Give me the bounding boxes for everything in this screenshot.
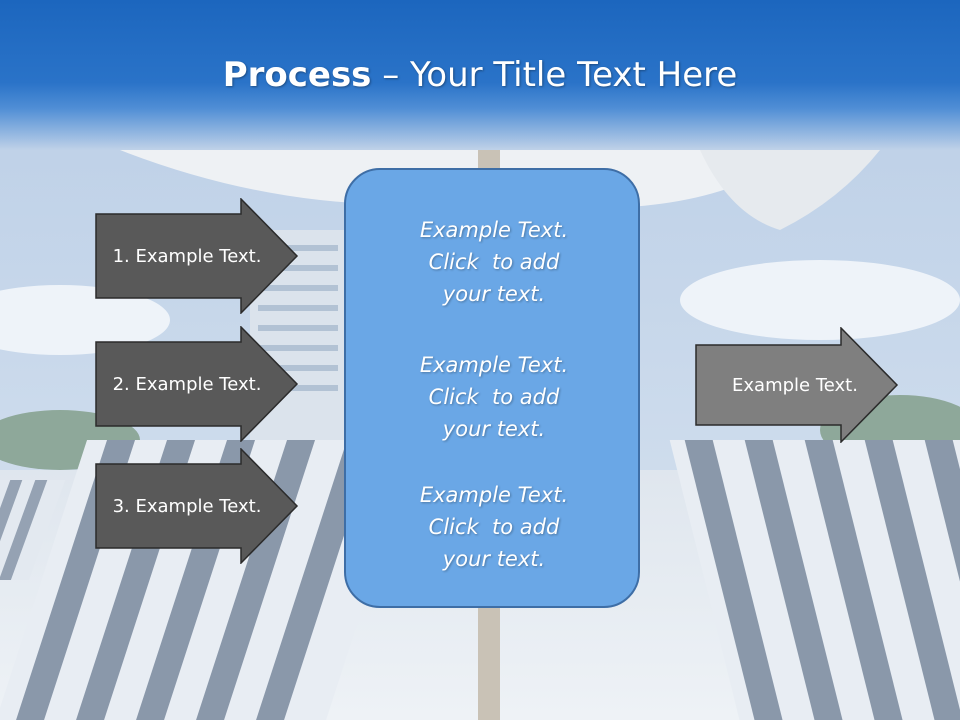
center-block-2: Example Text. Click to add your text. xyxy=(346,349,642,445)
center-block-3-line-1: Example Text. xyxy=(419,483,569,507)
center-block-3: Example Text. Click to add your text. xyxy=(346,479,642,575)
center-block-1-line-1: Example Text. xyxy=(419,218,569,242)
step-arrow-3[interactable]: 3. Example Text. xyxy=(95,448,300,564)
step-label-1: 1. Example Text. xyxy=(112,245,262,267)
center-text-box[interactable]: Example Text. Click to add your text. Ex… xyxy=(344,168,640,608)
center-block-2-line-3: your text. xyxy=(442,417,546,441)
slide-title[interactable]: Process – Your Title Text Here xyxy=(0,52,960,98)
output-label: Example Text. xyxy=(732,374,858,396)
right-arrow-shape-3 xyxy=(95,448,299,564)
center-block-1-line-2: Click to add xyxy=(428,250,560,274)
title-bold-part: Process xyxy=(222,55,372,95)
output-arrow[interactable]: Example Text. xyxy=(695,327,900,443)
center-block-3-line-3: your text. xyxy=(442,547,546,571)
right-arrow-shape-2 xyxy=(95,326,299,442)
right-arrow-shape-1 xyxy=(95,198,299,314)
step-label-3: 3. Example Text. xyxy=(112,495,262,517)
step-arrow-1[interactable]: 1. Example Text. xyxy=(95,198,300,314)
step-label-2: 2. Example Text. xyxy=(112,373,262,395)
center-block-2-line-1: Example Text. xyxy=(419,353,569,377)
center-block-1: Example Text. Click to add your text. xyxy=(346,214,642,310)
title-band xyxy=(0,0,960,150)
center-block-2-line-2: Click to add xyxy=(428,385,560,409)
center-block-3-line-2: Click to add xyxy=(428,515,560,539)
right-arrow-shape-output xyxy=(695,327,899,443)
center-block-1-line-3: your text. xyxy=(442,282,546,306)
step-arrow-2[interactable]: 2. Example Text. xyxy=(95,326,300,442)
title-rest-part: – Your Title Text Here xyxy=(371,55,738,95)
